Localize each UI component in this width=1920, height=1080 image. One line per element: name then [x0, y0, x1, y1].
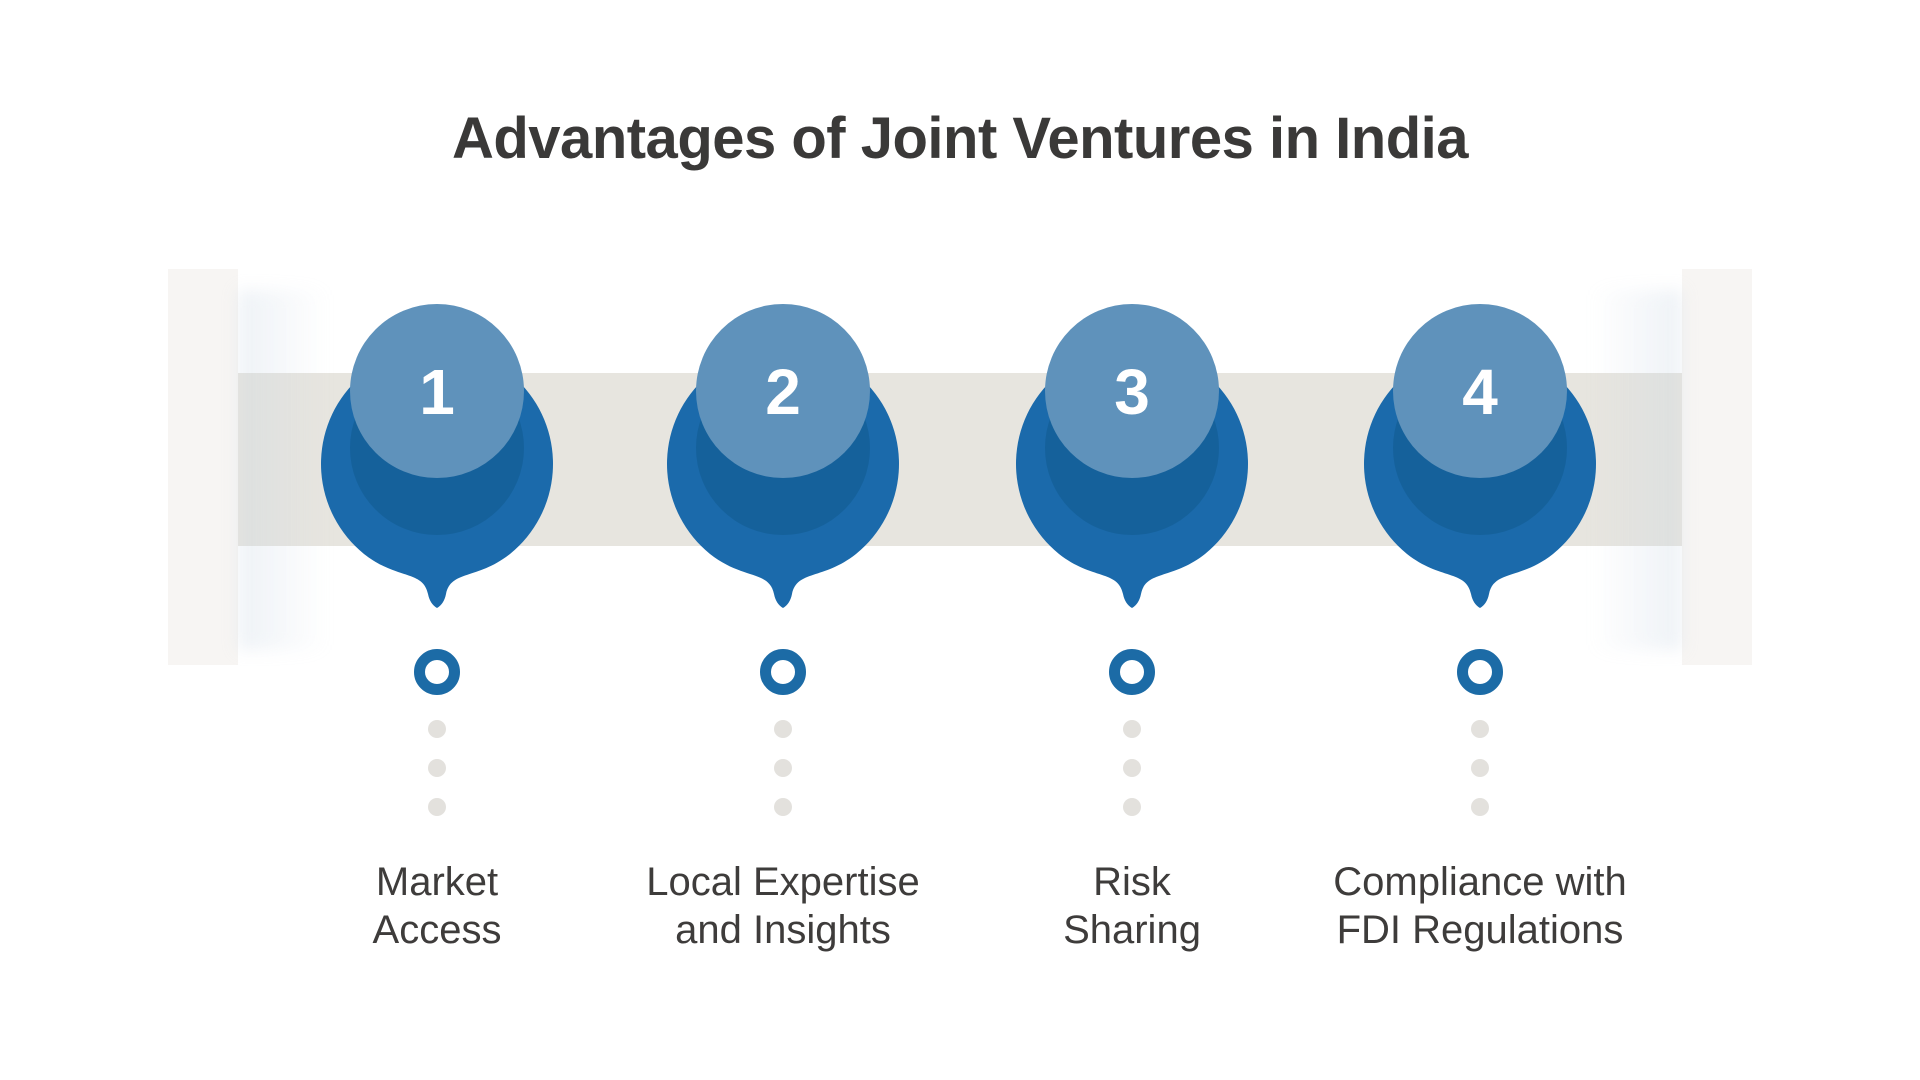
step-label-line2: and Insights — [675, 908, 891, 952]
dot-icon — [428, 759, 446, 777]
ring-marker-icon — [414, 649, 460, 695]
dot-icon — [428, 720, 446, 738]
ring-marker-icon — [1109, 649, 1155, 695]
step-label-line1: Risk — [1093, 860, 1171, 904]
step-label: Risk Sharing — [942, 858, 1322, 954]
dot-icon — [1471, 759, 1489, 777]
dot-icon — [428, 798, 446, 816]
map-pin-icon: 2 — [667, 304, 899, 608]
map-pin-icon: 1 — [321, 304, 553, 608]
pin-cap-circle — [1045, 304, 1219, 478]
step-label-line2: Access — [372, 908, 502, 952]
pin-cap-circle — [350, 304, 524, 478]
dot-icon — [1123, 798, 1141, 816]
left-accent-strip — [168, 269, 238, 665]
step-label: Local Expertise and Insights — [593, 858, 973, 954]
step-number: 3 — [1114, 356, 1150, 428]
step-label: Compliance with FDI Regulations — [1290, 858, 1670, 954]
step-2: 2 Local Expertise and Insights — [593, 304, 973, 954]
dot-icon — [1471, 720, 1489, 738]
step-label-line1: Local Expertise — [646, 860, 920, 904]
ring-marker-icon — [760, 649, 806, 695]
dot-icon — [774, 798, 792, 816]
step-number: 1 — [419, 356, 455, 428]
page-title: Advantages of Joint Ventures in India — [451, 106, 1469, 171]
dot-icon — [1123, 720, 1141, 738]
step-label: Market Access — [247, 858, 627, 954]
dot-icon — [1471, 798, 1489, 816]
step-4: 4 Compliance with FDI Regulations — [1290, 304, 1670, 954]
step-label-line1: Market — [375, 860, 499, 904]
dot-icon — [774, 759, 792, 777]
step-label-line2: FDI Regulations — [1336, 908, 1624, 952]
step-1: 1 Market Access — [247, 304, 627, 954]
dot-icon — [1123, 759, 1141, 777]
step-3: 3 Risk Sharing — [942, 304, 1322, 954]
step-number: 2 — [765, 356, 801, 428]
pin-cap-circle — [696, 304, 870, 478]
step-label-line1: Compliance with — [1333, 860, 1627, 904]
step-number: 4 — [1462, 356, 1498, 428]
dot-icon — [774, 720, 792, 738]
map-pin-icon: 4 — [1364, 304, 1596, 608]
ring-marker-icon — [1457, 649, 1503, 695]
right-accent-strip — [1682, 269, 1752, 665]
step-label-line2: Sharing — [1063, 908, 1201, 952]
map-pin-icon: 3 — [1016, 304, 1248, 608]
pin-cap-circle — [1393, 304, 1567, 478]
